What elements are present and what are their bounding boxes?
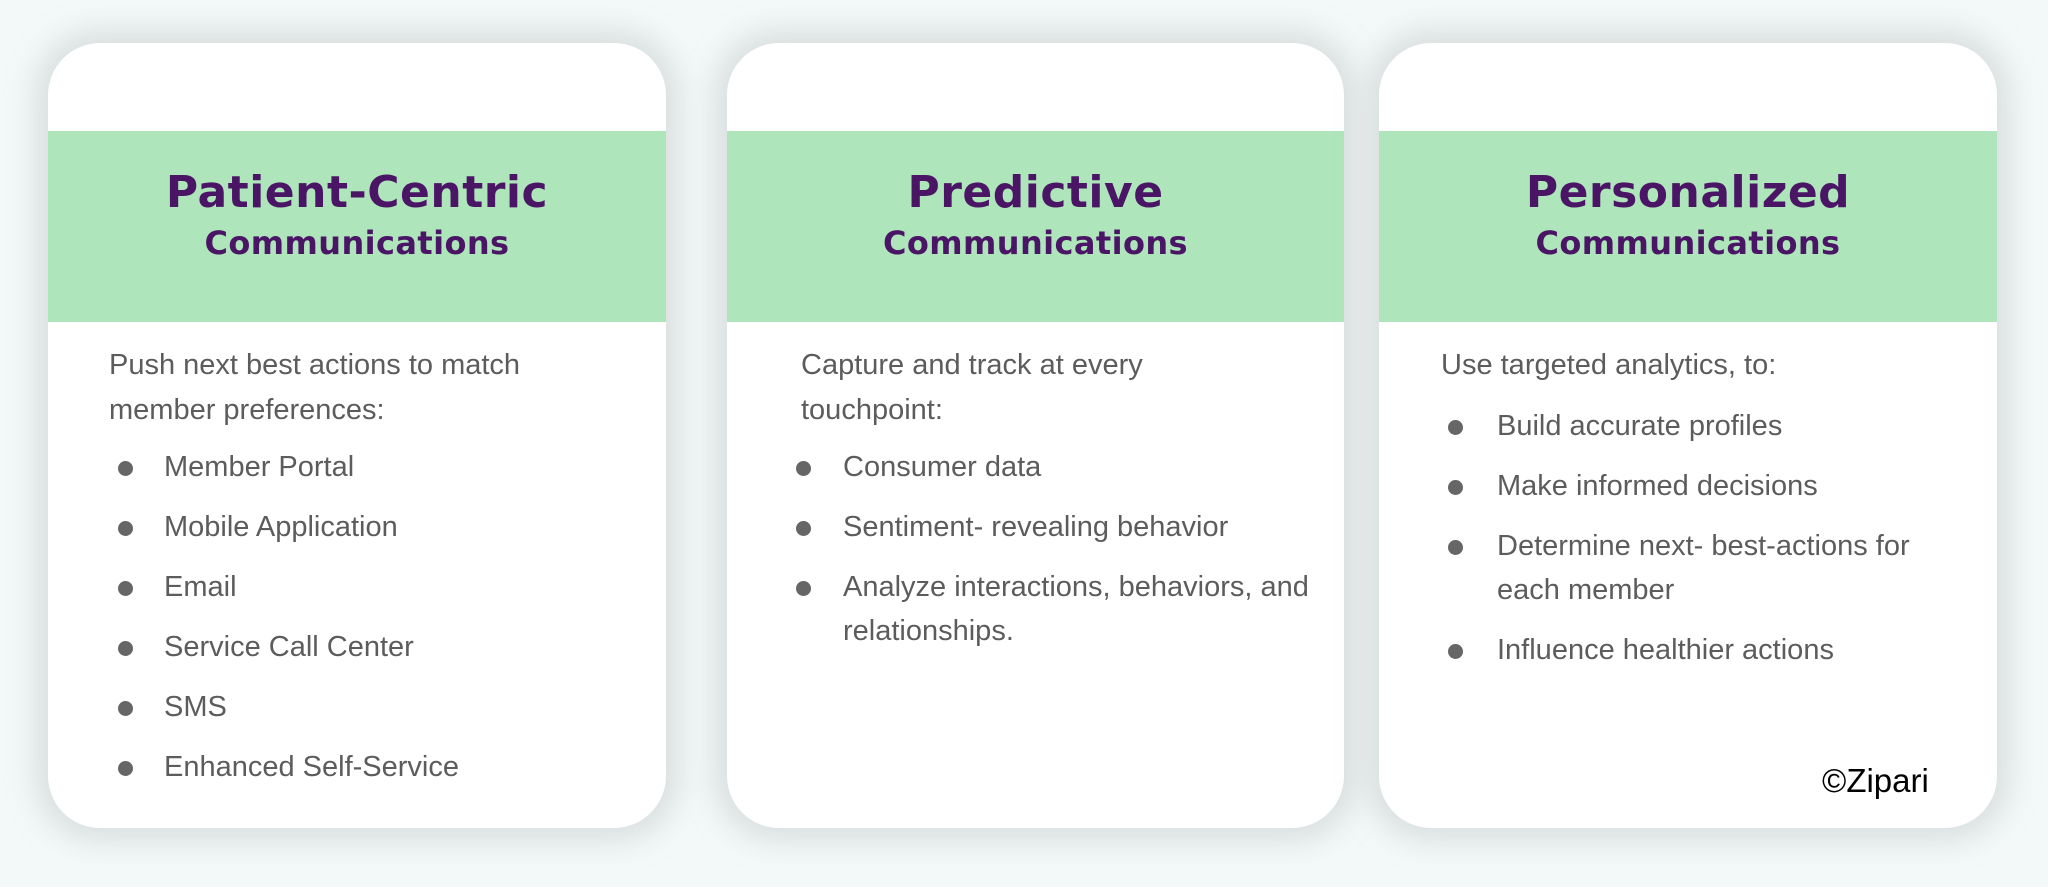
list-item: Build accurate profiles <box>1379 404 1957 448</box>
bullet-icon <box>118 461 133 476</box>
bullet-icon <box>118 521 133 536</box>
list-item-label: Enhanced Self-Service <box>164 751 459 783</box>
list-item-label: Mobile Application <box>164 511 398 543</box>
bullet-icon <box>1448 540 1463 555</box>
bullet-icon <box>796 521 811 536</box>
card-body: Use targeted analytics, to: Build accura… <box>1379 343 1997 672</box>
bullet-list: Build accurate profiles Make informed de… <box>1379 404 1997 672</box>
copyright-notice: ©Zipari <box>1822 762 1929 799</box>
list-item: Enhanced Self-Service <box>48 745 666 789</box>
bullet-icon <box>1448 644 1463 659</box>
list-item: Consumer data <box>727 445 1313 489</box>
list-item-label: Service Call Center <box>164 631 414 663</box>
bullet-icon <box>118 761 133 776</box>
list-item-label: Influence healthier actions <box>1497 634 1834 666</box>
list-item: Sentiment- revealing behavior <box>727 505 1313 549</box>
card-subtitle: Communications <box>204 224 510 262</box>
list-item-label: Make informed decisions <box>1497 470 1818 502</box>
list-item-label: Consumer data <box>843 451 1042 483</box>
card-personalized: Personalized Communications Use targeted… <box>1379 43 1997 828</box>
list-item: Email <box>48 565 666 609</box>
bullet-list: Consumer data Sentiment- revealing behav… <box>727 445 1344 653</box>
card-subtitle: Communications <box>883 224 1188 262</box>
bullet-icon <box>796 581 811 596</box>
card-body: Push next best actions to match member p… <box>48 343 666 789</box>
card-title: Personalized <box>1525 167 1851 218</box>
card-header-band: Patient-Centric Communications <box>48 131 666 322</box>
card-intro: Use targeted analytics, to: <box>1441 349 1777 381</box>
card-intro: Capture and track at every touchpoint: <box>801 349 1143 426</box>
bullet-list: Member Portal Mobile Application Email S… <box>48 445 666 789</box>
list-item: Determine next- best-actions for each me… <box>1379 524 1957 612</box>
list-item-label: Member Portal <box>164 451 355 483</box>
bullet-icon <box>796 461 811 476</box>
bullet-icon <box>118 641 133 656</box>
list-item-label: Determine next- best-actions for each me… <box>1497 530 1910 606</box>
list-item: Analyze interactions, behaviors, and rel… <box>727 565 1313 653</box>
list-item-label: SMS <box>164 691 227 723</box>
list-item: SMS <box>48 685 666 729</box>
bullet-icon <box>118 581 133 596</box>
card-title: Predictive <box>907 167 1164 218</box>
card-header-band: Personalized Communications <box>1379 131 1997 322</box>
bullet-icon <box>118 701 133 716</box>
card-header-band: Predictive Communications <box>727 131 1344 322</box>
card-patient-centric: Patient-Centric Communications Push next… <box>48 43 666 828</box>
card-title: Patient-Centric <box>165 167 549 218</box>
card-intro: Push next best actions to match member p… <box>109 349 521 426</box>
card-body: Capture and track at every touchpoint: C… <box>727 343 1344 653</box>
card-subtitle: Communications <box>1535 224 1841 262</box>
list-item-label: Build accurate profiles <box>1497 410 1783 442</box>
list-item: Member Portal <box>48 445 666 489</box>
bullet-icon <box>1448 480 1463 495</box>
bullet-icon <box>1448 420 1463 435</box>
card-predictive: Predictive Communications Capture and tr… <box>727 43 1344 828</box>
list-item-label: Email <box>164 571 237 603</box>
list-item: Mobile Application <box>48 505 666 549</box>
list-item: Make informed decisions <box>1379 464 1957 508</box>
list-item: Service Call Center <box>48 625 666 669</box>
list-item-label: Sentiment- revealing behavior <box>843 511 1229 543</box>
list-item-label: Analyze interactions, behaviors, and rel… <box>843 571 1309 647</box>
list-item: Influence healthier actions <box>1379 628 1957 672</box>
